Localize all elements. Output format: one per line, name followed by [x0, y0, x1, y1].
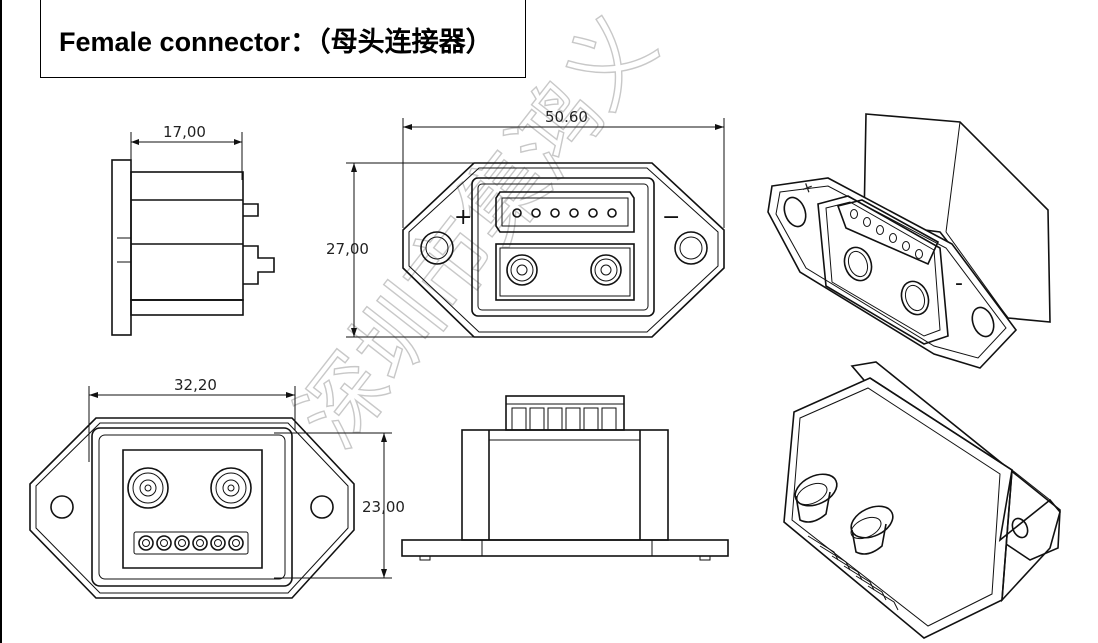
- iso-view-front: + -: [767, 113, 1051, 369]
- front-view: 50.60 27,00: [326, 108, 725, 338]
- pin-tails-top: [505, 395, 625, 431]
- power-pin-left-rear: [127, 467, 169, 509]
- side-width-label: 17,00: [163, 123, 206, 141]
- iso-plus-symbol: +: [798, 177, 816, 198]
- signal-pins-rear: [138, 535, 244, 551]
- power-pin-right-iso: [850, 505, 894, 555]
- power-pin-left-front: [506, 254, 538, 286]
- power-pin-right-rear: [210, 467, 252, 509]
- power-pin-right-front: [590, 254, 622, 286]
- left-border: [0, 0, 2, 643]
- page-title: Female connector：（母头连接器）: [59, 27, 493, 57]
- signal-pins-front: [512, 208, 617, 218]
- power-pin-left-iso: [794, 473, 838, 523]
- top-view: [401, 395, 729, 561]
- signal-pins-iso: [850, 209, 923, 259]
- front-height-label: 27,00: [326, 240, 369, 258]
- rear-height-label: 23,00: [362, 498, 405, 516]
- iso-minus-symbol: -: [955, 271, 963, 296]
- rear-width-label: 32,20: [174, 376, 217, 394]
- front-width-label: 50.60: [545, 108, 588, 126]
- side-view: 17,00: [111, 123, 275, 336]
- title-box: Female connector：（母头连接器）: [40, 0, 526, 78]
- pin-tails-iso: [807, 535, 899, 611]
- plus-symbol: +: [454, 205, 472, 230]
- rear-view: 32,20 23,00: [29, 376, 405, 599]
- minus-symbol: −: [662, 205, 680, 230]
- iso-view-rear: [783, 361, 1061, 639]
